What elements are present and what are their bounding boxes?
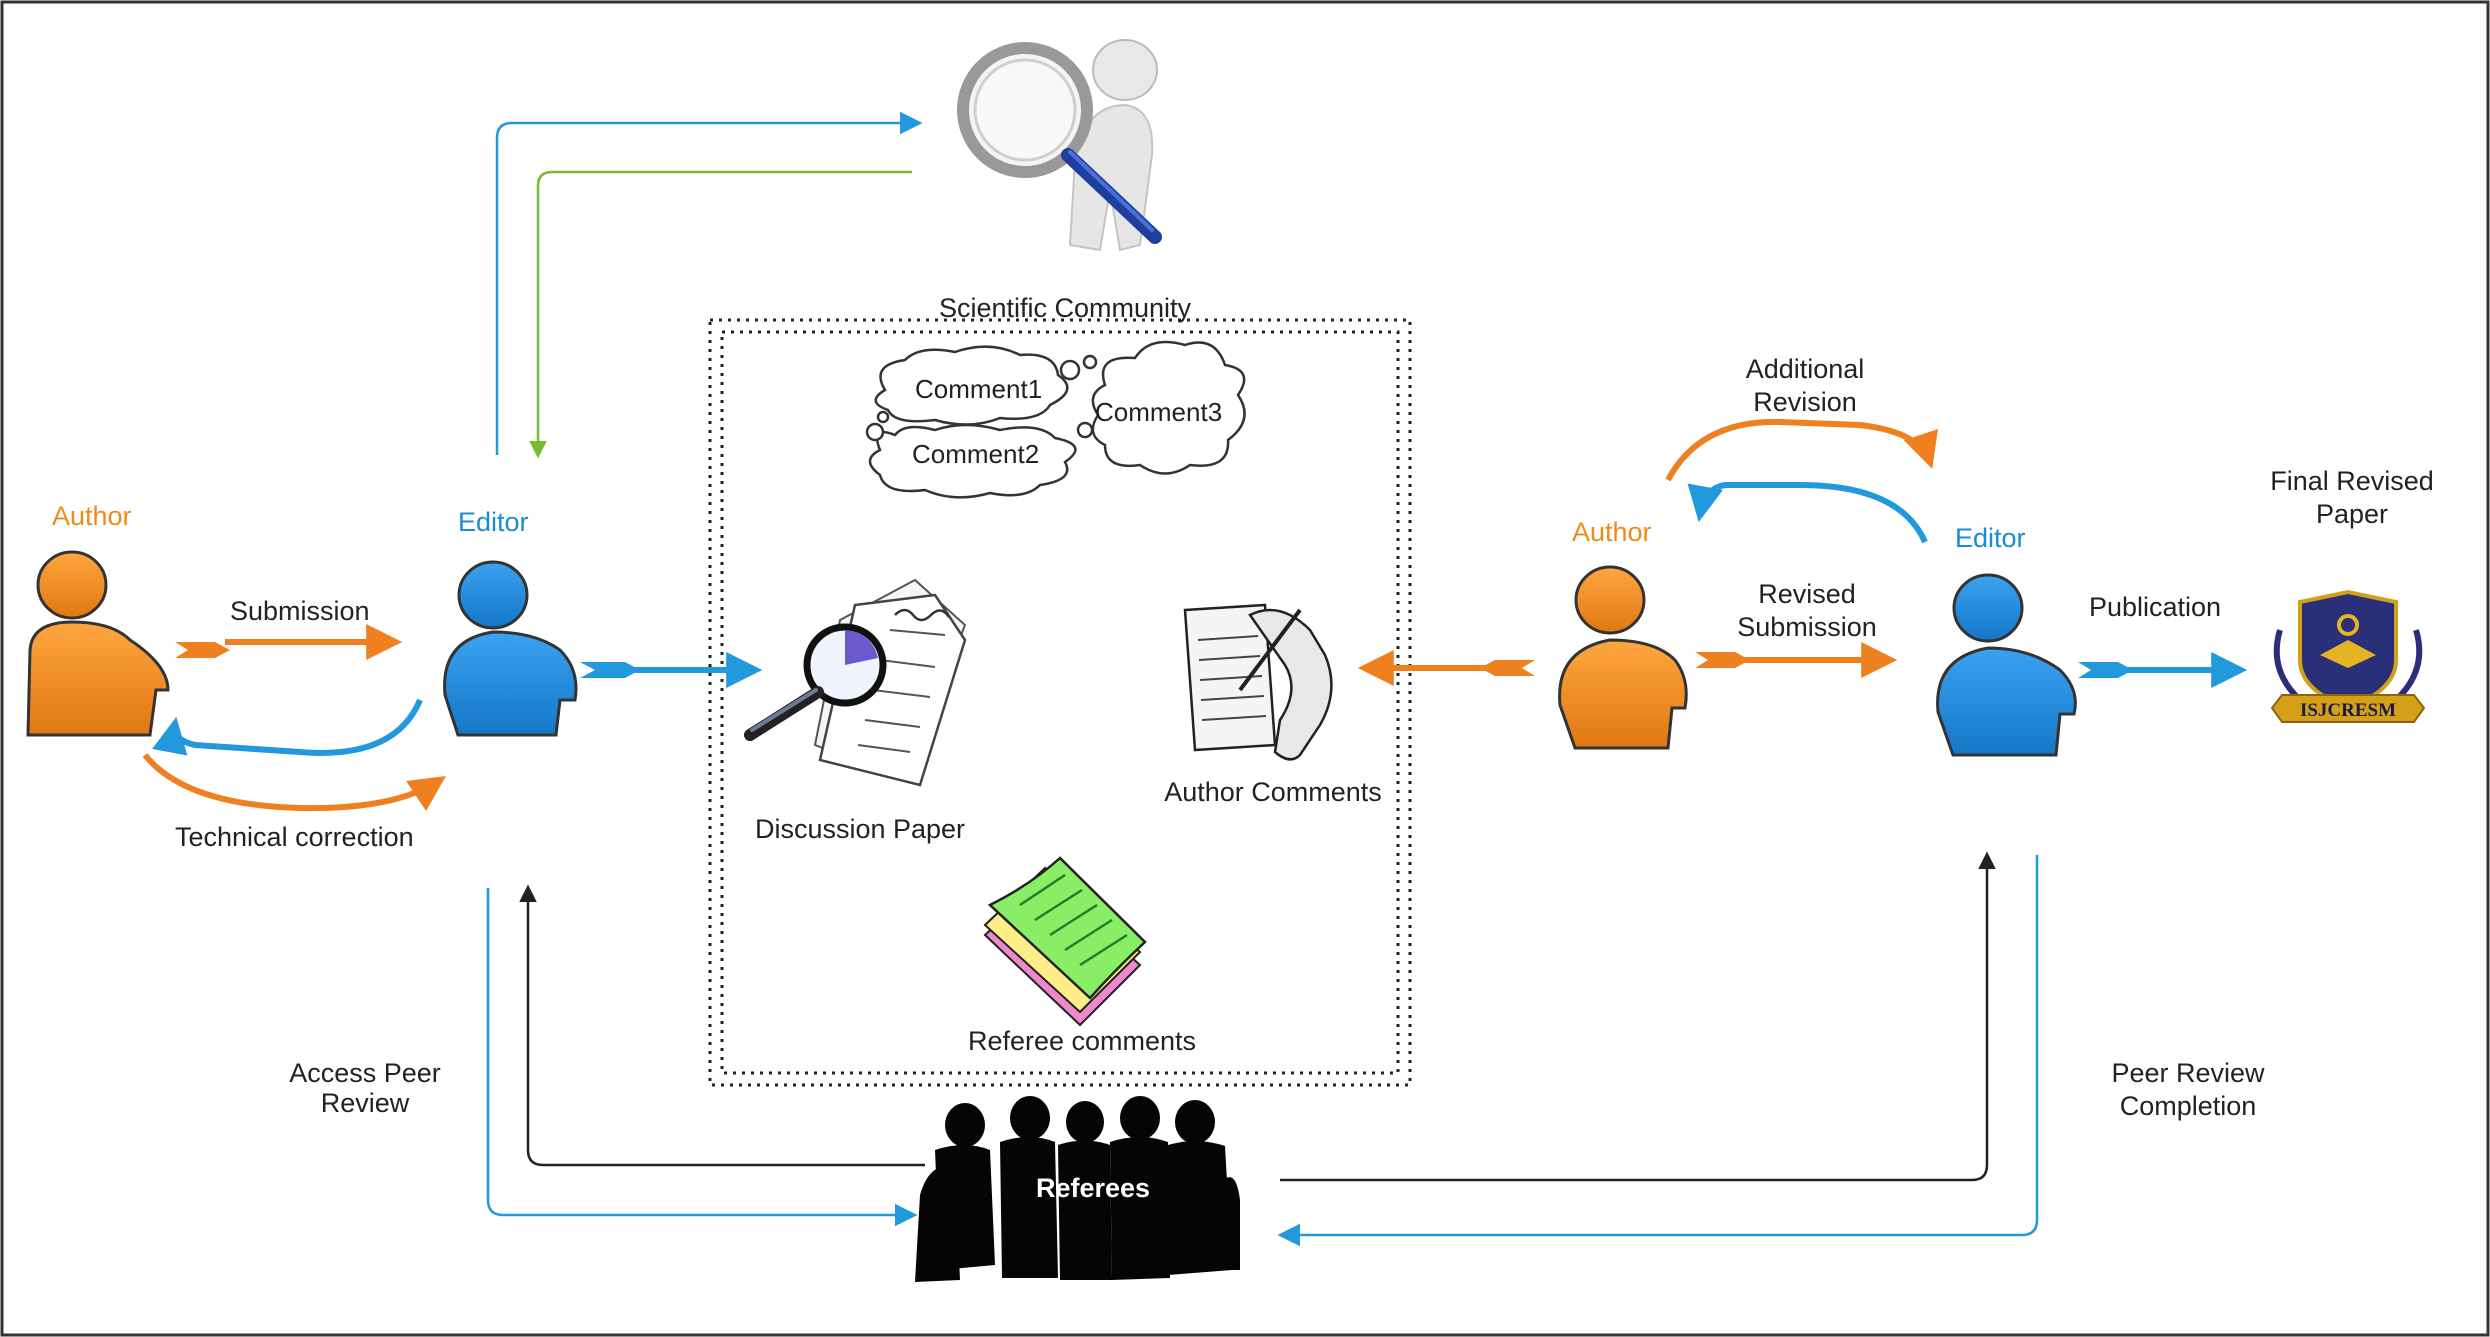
technical-correction-return-arrow [152, 698, 423, 756]
left-editor-label: Editor [458, 507, 529, 537]
technical-correction-label: Technical correction [175, 822, 414, 852]
right-editor-icon [1936, 573, 2077, 757]
right-editor-label: Editor [1955, 523, 2026, 553]
referees-label: Referees [1036, 1173, 1150, 1203]
discussion-box-outer [708, 318, 1412, 1087]
logo-text: ISJCRESM [2300, 700, 2396, 721]
referee-comments-label: Referee comments [968, 1026, 1196, 1056]
additional-revision-arrow [1665, 418, 1938, 482]
submission-arrow [175, 624, 403, 660]
referees-to-editor-arrow [519, 884, 925, 1167]
discussion-paper-icon [744, 578, 967, 787]
scientific-community-icon [957, 39, 1162, 252]
discussion-paper-label: Discussion Paper [755, 814, 965, 844]
editor-to-community-arrow [495, 111, 923, 455]
technical-correction-arrow [142, 753, 446, 812]
peer-review-completion-label-line1: Peer Review [2111, 1058, 2265, 1088]
revised-submission-label-line1: Revised [1758, 579, 1856, 609]
author-comments-label: Author Comments [1164, 777, 1382, 807]
comment2-cloud: Comment2 [865, 410, 1109, 499]
revised-submission-arrow [1695, 642, 1898, 678]
additional-revision-label-line1: Additional [1746, 354, 1865, 384]
additional-revision-label-line2: Revision [1753, 387, 1857, 417]
comment1-cloud: Comment1 [874, 345, 1098, 426]
access-peer-review-label-line1: Access Peer [289, 1058, 441, 1088]
peer-review-completion-label-line2: Completion [2120, 1091, 2257, 1121]
peer-review-completion-arrow [1277, 855, 2039, 1247]
scientific-community-label: Scientific Community [939, 293, 1192, 323]
author-comments-icon [1183, 603, 1333, 761]
comment1-label: Comment1 [915, 374, 1042, 404]
submission-label: Submission [230, 596, 370, 626]
final-revised-paper-label-line2: Paper [2316, 499, 2388, 529]
access-peer-review-arrow [486, 888, 918, 1227]
additional-revision-return-arrow [1687, 482, 1928, 544]
publication-label: Publication [2089, 592, 2221, 622]
referee-comments-icon [983, 856, 1147, 1027]
right-author-label: Author [1572, 517, 1652, 547]
revised-submission-label-line2: Submission [1737, 612, 1877, 642]
publication-arrow [2078, 652, 2248, 688]
referees-to-right-editor-arrow [1280, 851, 1996, 1182]
access-peer-review-label-line2: Review [321, 1088, 410, 1118]
left-editor-icon [443, 560, 578, 737]
right-author-icon [1558, 565, 1688, 750]
final-revised-paper-label-line1: Final Revised [2270, 466, 2434, 496]
comment3-cloud: Comment3 [1091, 340, 1246, 475]
left-author-icon [26, 550, 170, 737]
community-to-editor-arrow [529, 170, 912, 459]
referees-group-icon: Referees [915, 1096, 1240, 1282]
author-to-comments-arrow [1357, 650, 1535, 686]
left-author-label: Author [52, 501, 132, 531]
comment-clouds: Comment1 Comment2 Comment3 [865, 340, 1246, 499]
editor-to-discussion-arrow [580, 652, 763, 688]
comment2-label: Comment2 [912, 439, 1039, 469]
comment3-label: Comment3 [1095, 397, 1222, 427]
discussion-box-inner [720, 330, 1400, 1075]
isjcresm-logo: ISJCRESM [2270, 589, 2426, 723]
